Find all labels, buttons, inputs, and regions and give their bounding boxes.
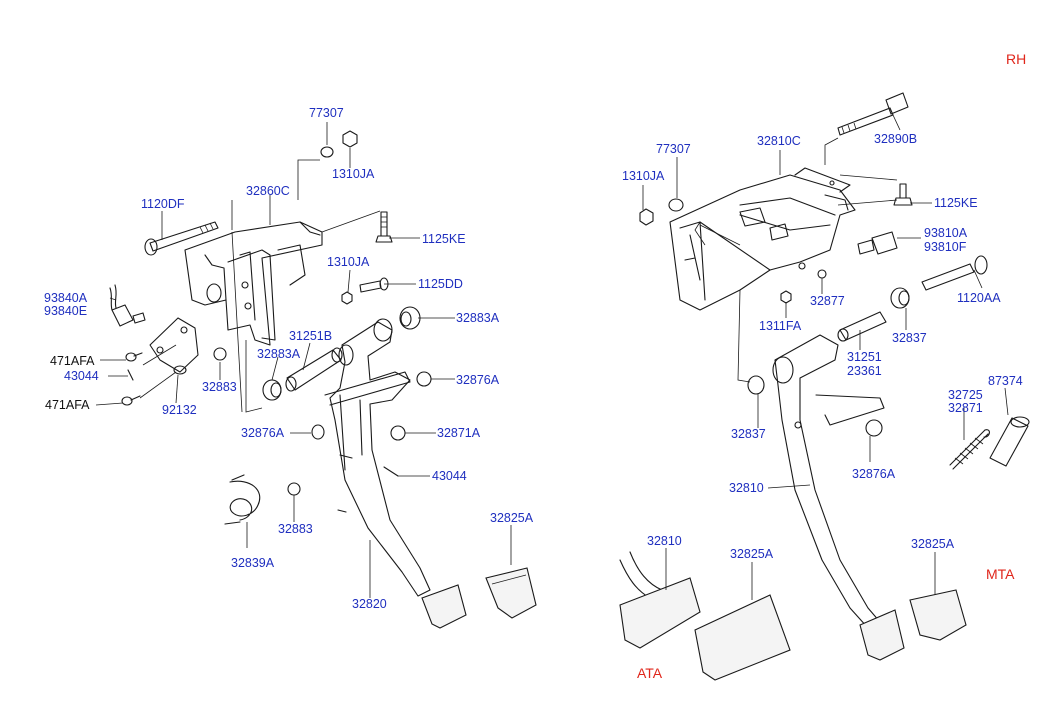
part-label-77307: 77307 [309,106,344,120]
ata-pedal-pad-32825a [694,594,791,681]
pedal-pad-32825a-rh [909,589,967,641]
part-label-32825a-rh: 32825A [911,537,955,551]
part-label-1310ja-mid: 1310JA [327,255,370,269]
part-label-43044: 43044 [64,369,99,383]
pedal-arm-32820 [324,318,431,597]
part-label-32883a: 32883A [456,311,500,325]
washer-77307-rh [668,198,684,212]
part-label-1120df: 1120DF [141,197,185,211]
fastener-label-471afa-b: 471AFA [45,398,90,412]
bushing-32883a [399,306,421,330]
part-label-32877: 32877 [810,294,845,308]
part-label-32883: 32883 [202,380,237,394]
bolt-1120df [144,221,219,256]
shaft-31251 [837,311,887,342]
pedal-bracket-32860c [184,221,323,346]
bushing-32883 [213,347,227,361]
bushing-32837-upper [890,287,910,309]
part-label-32883-lower: 32883 [278,522,313,536]
part-label-1310ja: 1310JA [332,167,375,181]
bushing-32883a-lower [262,379,282,401]
part-label-1125dd: 1125DD [418,277,463,291]
bushing-32837-lower [747,375,765,395]
washer-77307 [320,146,334,158]
bolt-1125dd [359,277,389,293]
part-label-93840a: 93840A [44,291,88,305]
pedal-pad-32820 [421,584,467,629]
part-label-1311fa: 1311FA [759,319,802,333]
nut-1310ja-mid [341,291,353,305]
bolt-1125ke [375,211,393,243]
bolt-471afa-top [125,352,143,362]
bolt-1125ke-rh [893,183,913,206]
part-label-31251: 31251 [847,350,882,364]
fastener-label-471afa: 471AFA [50,354,95,368]
pin-43044-b [383,466,399,477]
part-label-32883a-lower: 32883A [257,347,301,361]
part-label-32725: 32725 [948,388,983,402]
nut-1311fa [780,290,792,304]
pedal-arm-32810 [772,334,885,629]
part-label-87374: 87374 [988,374,1023,388]
part-label-32876a-rh: 32876A [852,467,896,481]
stopper-32876a-lower [311,424,325,440]
part-label-31251b: 31251B [289,329,333,343]
cover-87374 [989,416,1030,467]
part-label-93810f: 93810F [924,240,967,254]
bolt-471afa-bottom [121,395,141,406]
stopper-32876a-rh [865,419,883,437]
spring-32725 [949,429,990,470]
stop-lamp-switch-93840a [109,284,146,327]
part-label-93840e: 93840E [44,304,88,318]
bushing-32877 [817,269,827,279]
part-label-43044-b: 43044 [432,469,467,483]
bolt-1120aa [921,255,988,291]
nut-1310ja [342,130,358,148]
part-label-32825a-ata: 32825A [730,547,774,561]
side-label-rh: RH [1006,51,1027,67]
stop-lamp-switch-93810 [857,231,898,255]
part-label-77307-rh: 77307 [656,142,691,156]
spring-32839a [224,474,261,525]
part-label-23361: 23361 [847,364,882,378]
part-label-32810-ata: 32810 [647,534,682,548]
part-label-32810: 32810 [729,481,764,495]
part-label-1310ja-rh: 1310JA [622,169,665,183]
part-label-93810a: 93810A [924,226,968,240]
pedal-pad-32825a [485,567,537,619]
part-label-92132: 92132 [162,403,197,417]
shaft-31251b [285,347,343,392]
stopper-32876a [416,371,432,387]
part-label-1125ke: 1125KE [422,232,466,246]
part-label-32820: 32820 [352,597,387,611]
part-label-32876a-lower: 32876A [241,426,285,440]
part-label-1120aa: 1120AA [957,291,1001,305]
variant-label-ata: ATA [637,665,663,681]
pin-43044 [127,369,134,381]
part-label-32890b: 32890B [874,132,918,146]
bushing-32883-lower [287,482,301,496]
bushing-32871a [390,425,406,441]
part-label-32837: 32837 [892,331,927,345]
part-label-32810c: 32810C [757,134,801,148]
part-label-32839a: 32839A [231,556,275,570]
part-label-1125ke-rh: 1125KE [934,196,978,210]
right-leader-lines [642,114,1009,600]
pedal-bracket-32810c [669,167,856,311]
nut-1310ja-rh [639,208,654,226]
part-label-32837-lower: 32837 [731,427,766,441]
left-leader-lines [95,122,512,598]
part-label-32876a: 32876A [456,373,500,387]
bracket-92132 [149,317,199,375]
pedal-pad-32810 [859,609,905,661]
part-label-32825a: 32825A [490,511,534,525]
part-label-32871a: 32871A [437,426,481,440]
variant-label-mta: MTA [986,566,1015,582]
part-label-32860c: 32860C [246,184,290,198]
part-label-32871: 32871 [948,401,983,415]
ata-pedal-32810 [619,551,701,649]
bolt-32890b [837,92,909,136]
